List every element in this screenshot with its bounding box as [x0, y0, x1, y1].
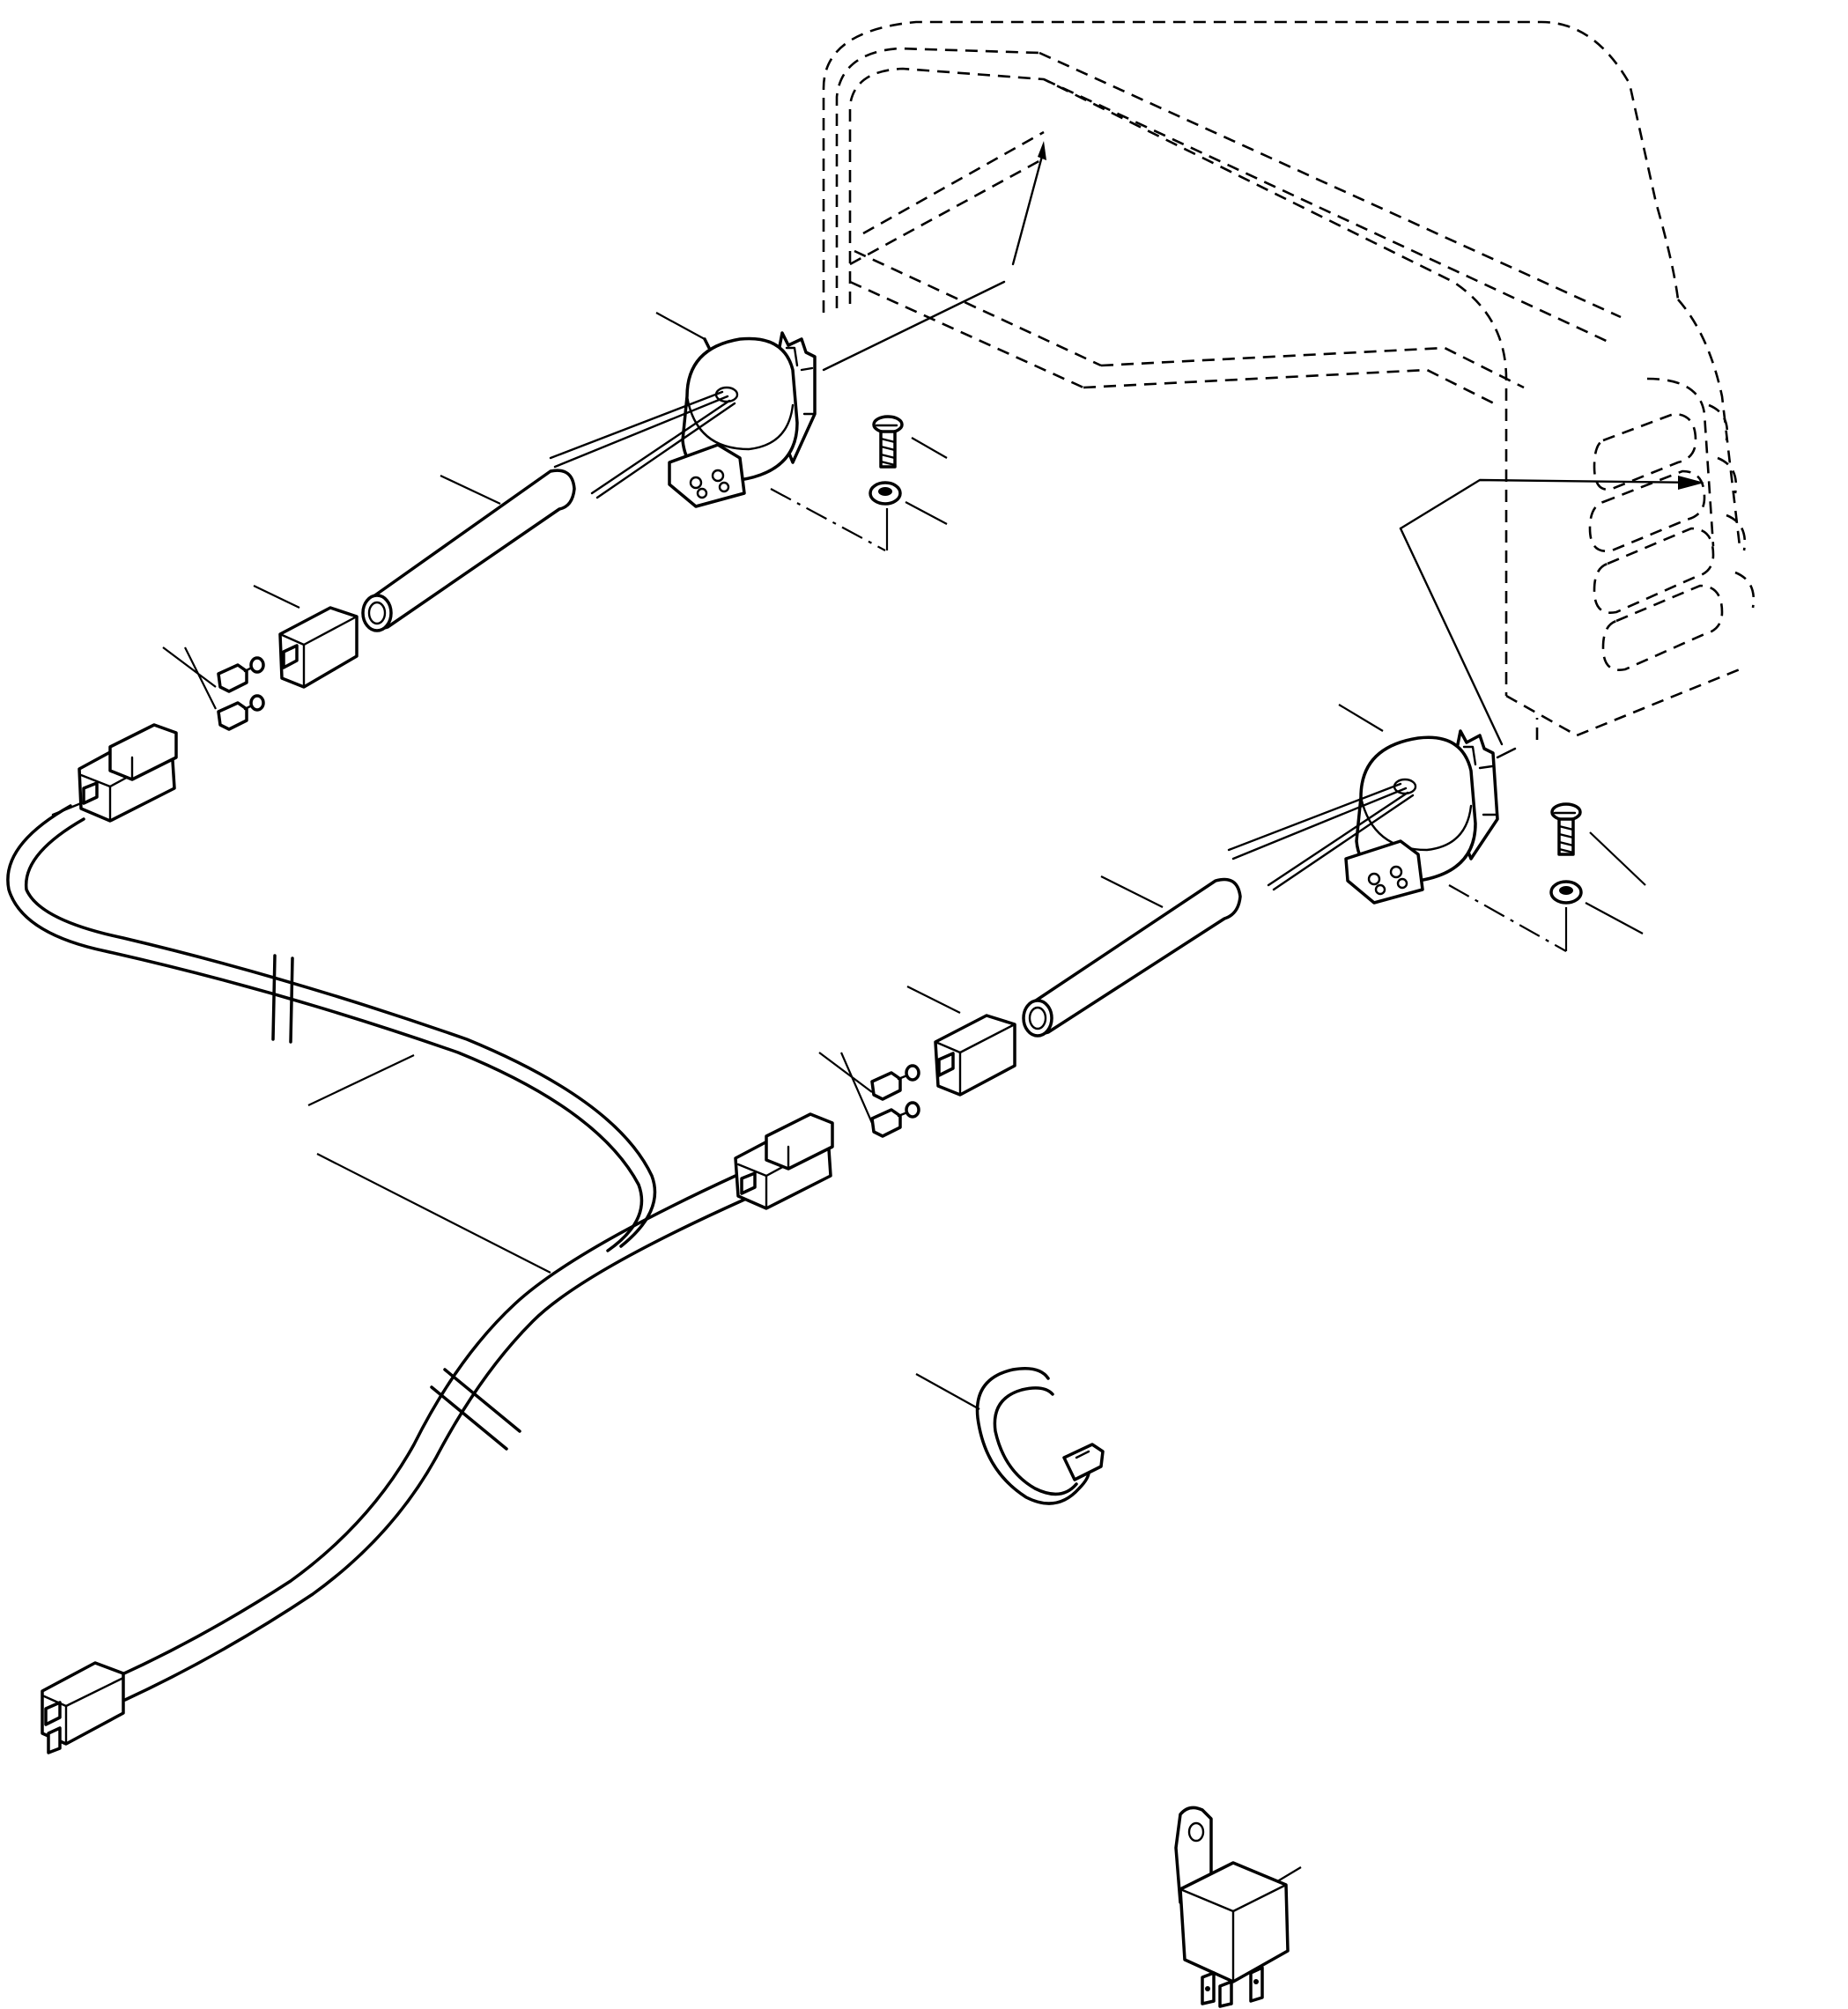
terminal-icon — [162, 646, 265, 731]
screw-icon — [1550, 802, 1646, 886]
beacon-lamp-icon — [1227, 704, 1517, 905]
arrow-icon — [1011, 141, 1704, 746]
beacon-lamp-icon — [549, 280, 1006, 508]
cable-tie-icon — [915, 1367, 1105, 1505]
screw-icon — [872, 415, 948, 469]
housing-outline-icon — [822, 20, 1756, 740]
terminal-icon — [818, 1052, 920, 1138]
tube-icon — [1022, 875, 1242, 1038]
tube-icon — [361, 469, 576, 632]
connector-icon — [253, 585, 359, 689]
cable-icon — [6, 804, 746, 1702]
washer-icon — [770, 481, 948, 551]
connector-icon — [51, 723, 178, 823]
washer-icon — [1448, 880, 1644, 952]
connector-icon — [41, 1661, 125, 1754]
relay-icon — [1174, 1806, 1302, 2008]
connector-icon — [734, 1112, 834, 1210]
connector-icon — [906, 986, 1016, 1097]
